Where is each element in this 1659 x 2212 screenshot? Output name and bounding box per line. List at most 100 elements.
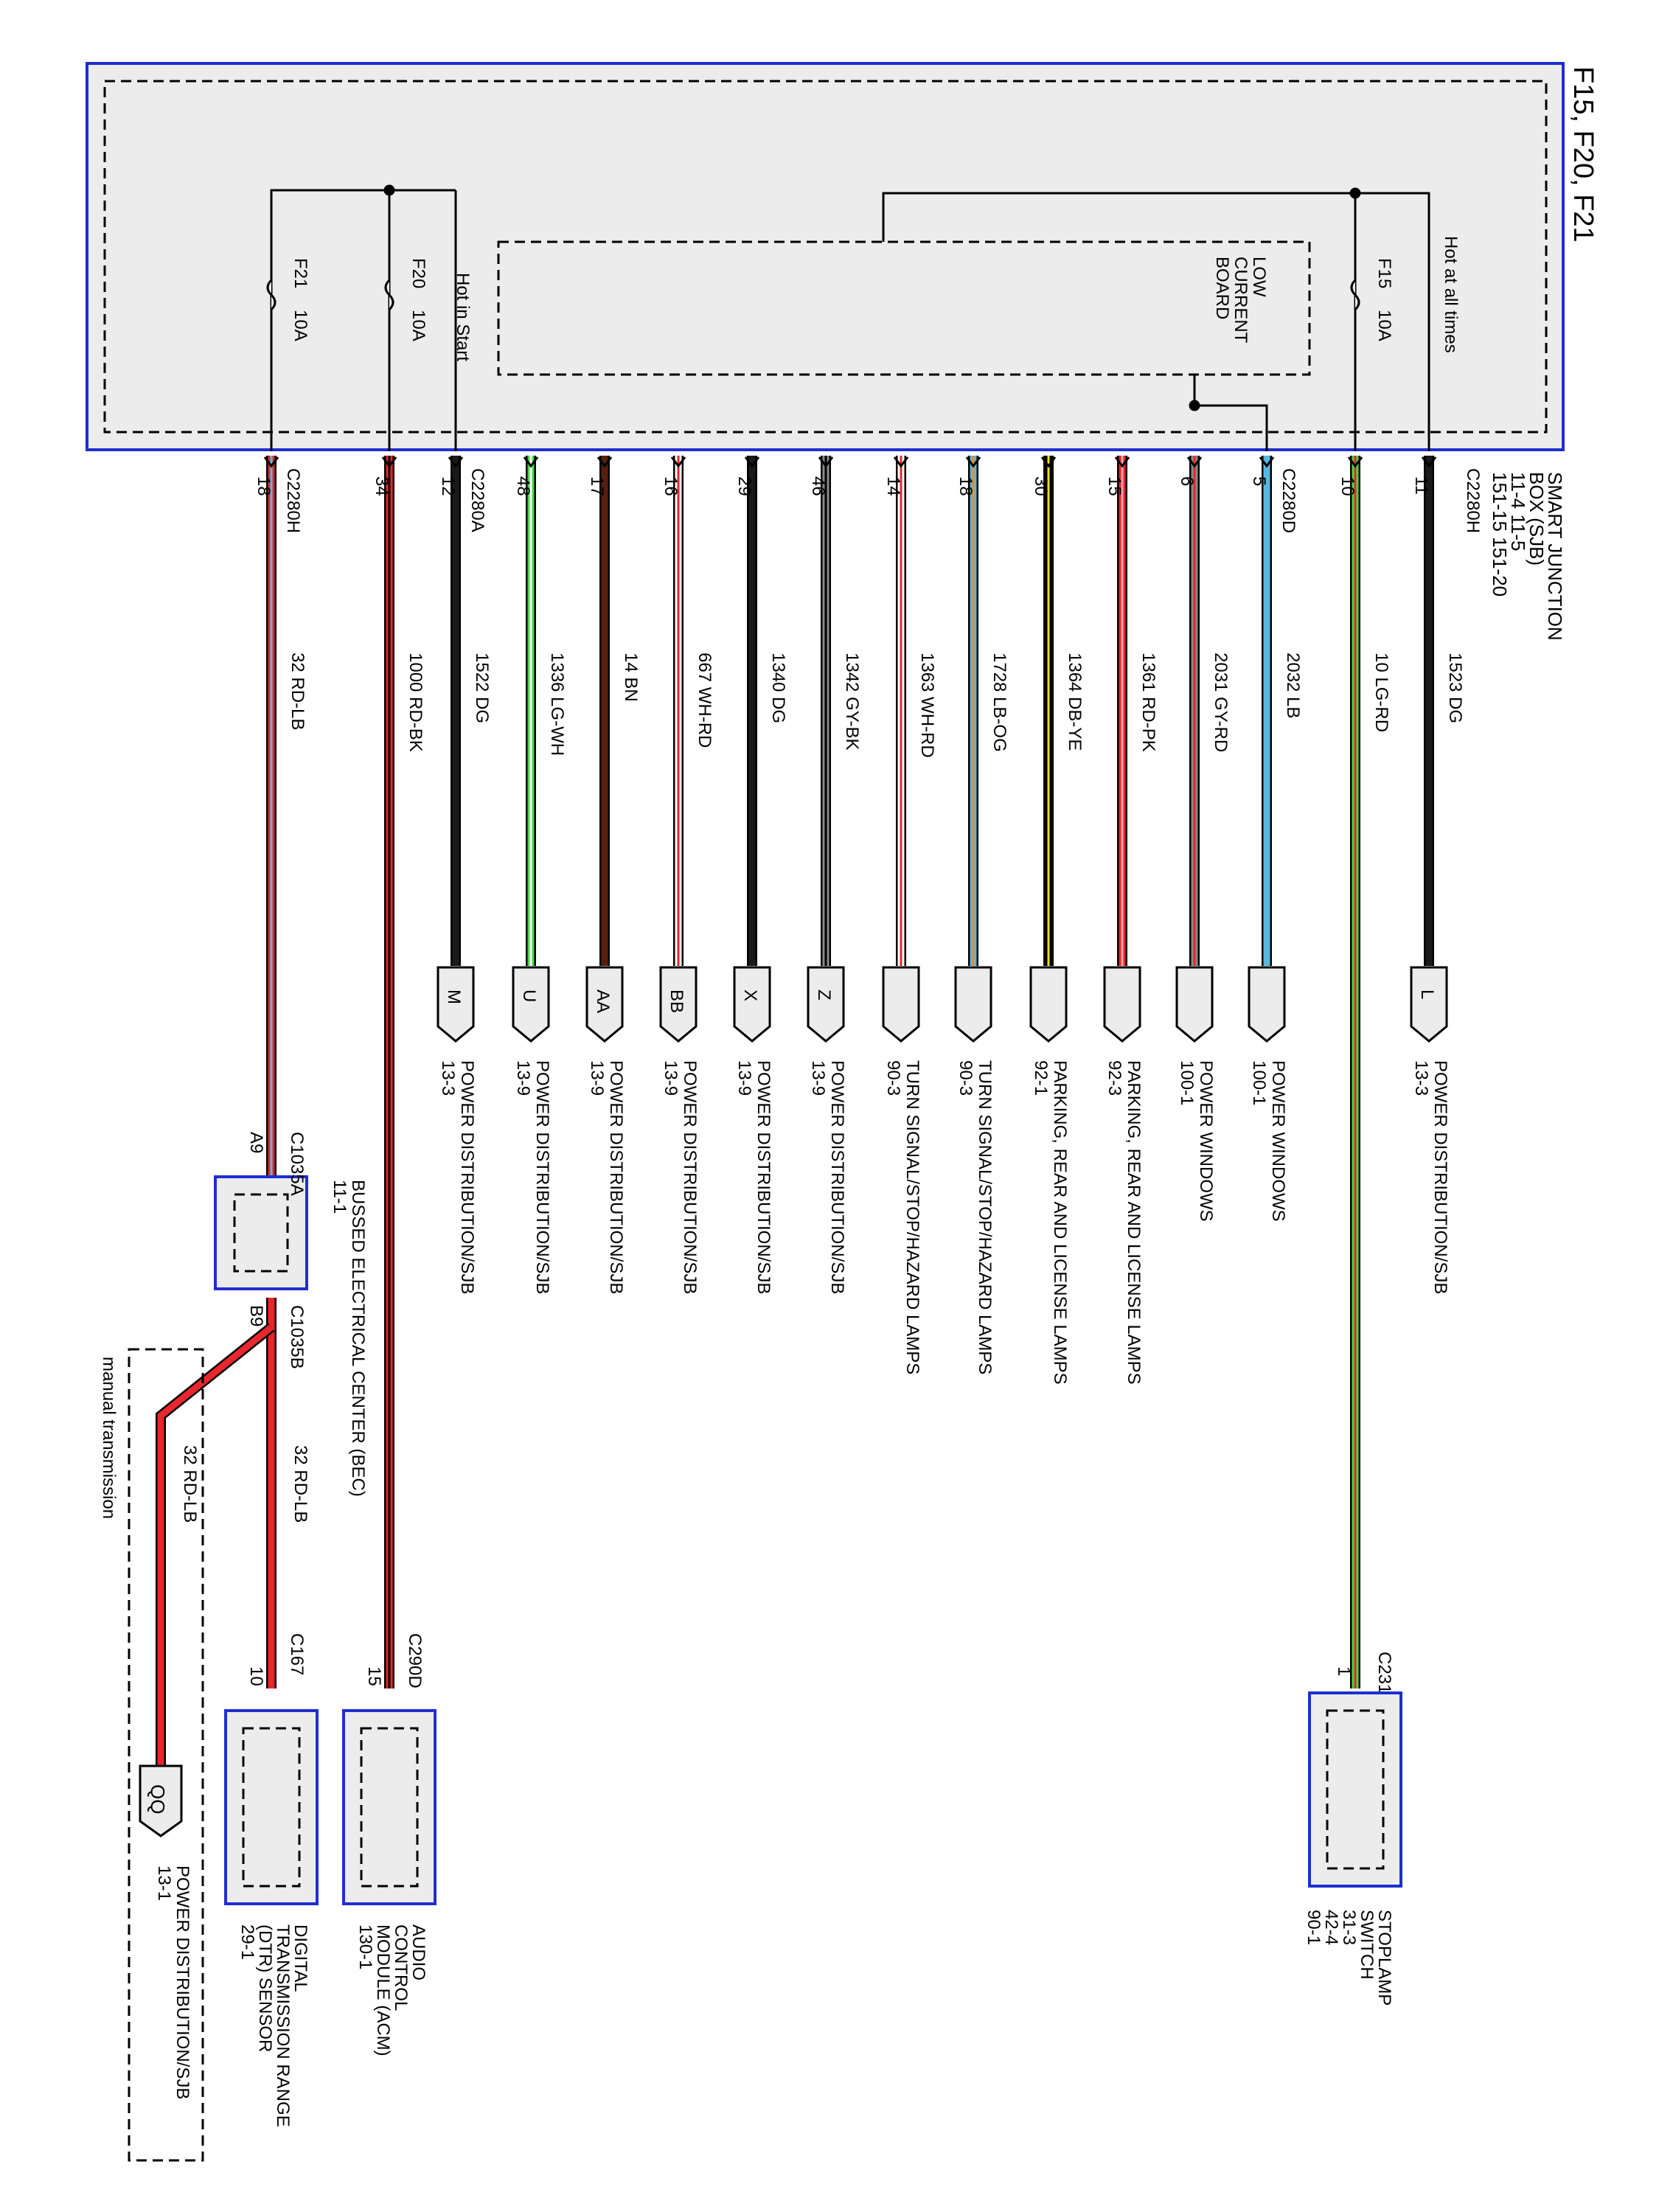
svg-text:42-4: 42-4 [1321,1910,1341,1945]
pin-number: 10 [1338,476,1357,496]
pin-arrow [965,456,981,468]
svg-text:DIGITAL: DIGITAL [291,1924,310,1992]
wire-label: 1340 DG [768,653,788,723]
wire-label: 1342 GY-BK [842,653,862,751]
connector-tag [437,966,475,1043]
manual-transmission-label: manual transmission [99,1357,119,1519]
svg-text:151-15 151-20: 151-15 151-20 [1489,472,1511,597]
connector-tag [1248,966,1286,1043]
svg-text:10: 10 [246,1666,266,1686]
wire-label: 1364 DB-YE [1065,653,1085,751]
pin-arrow [818,456,834,468]
sjb-inner-dashed [103,80,1548,434]
destination-label: POWER DISTRIBUTION/SJB [1430,1060,1450,1294]
pin-arrow [523,456,539,468]
svg-text:LOW: LOW [1249,257,1269,297]
connector-c2280a: C2280A [467,468,487,532]
pin-arrow [893,456,909,468]
svg-text:C1035B: C1035B [287,1305,307,1369]
connector-c2280d: C2280D [1279,468,1298,533]
connector-tag [954,966,992,1043]
wire-32-rd-lb: 18 32 RD-LB [254,456,307,1177]
destination-label: PARKING, REAR AND LICENSE LAMPS [1124,1060,1144,1385]
connector-ref: X [740,990,760,1001]
dtr-sensor: C167 10 DIGITAL TRANSMISSION RANGE (DTR)… [224,1633,319,2127]
pin-number: 46 [808,476,828,496]
qq-connector: QQ POWER DISTRIBUTION/SJB 13-1 [139,1764,192,2099]
destination-page: 100-1 [1249,1060,1269,1105]
pin-arrow [597,456,613,468]
pin-number: 12 [438,476,458,496]
svg-text:31-3: 31-3 [1339,1910,1359,1945]
wire-label: 1363 WH-RD [917,653,937,758]
destination-label: TURN SIGNAL/STOP/HAZARD LAMPS [902,1060,922,1374]
pin-number: 15 [1105,476,1124,496]
sjb-internal-bus [270,184,1430,451]
wire-label: 2032 LB [1283,653,1303,718]
wire-label: 14 BN [621,653,641,702]
svg-text:F20: F20 [408,258,428,288]
destination-label: TURN SIGNAL/STOP/HAZARD LAMPS [975,1060,995,1374]
pin-number: 18 [254,476,274,496]
pin-arrow [1421,456,1437,468]
svg-text:SWITCH: SWITCH [1357,1910,1377,1980]
svg-text:AUDIO: AUDIO [408,1924,428,1980]
pin-number: 17 [587,476,607,496]
connector-tag [659,966,698,1043]
svg-text:POWER DISTRIBUTION/SJB: POWER DISTRIBUTION/SJB [173,1865,192,2099]
destination-label: POWER WINDOWS [1268,1060,1288,1222]
svg-text:10A: 10A [1374,310,1394,341]
svg-text:CONTROL: CONTROL [391,1924,411,2011]
destination-label: POWER DISTRIBUTION/SJB [457,1060,477,1294]
destination-page: 13-9 [808,1060,828,1096]
wire-label: 1728 LB-OG [990,653,1009,752]
svg-text:29-1: 29-1 [237,1924,257,1960]
pin-arrow [1347,456,1363,468]
connector-ref: M [444,990,464,1004]
fuse-f20: F20 10A [384,258,428,341]
acm-module: C290D 15 AUDIO CONTROL MODULE (ACM) 130-… [342,1633,437,2056]
svg-text:B9: B9 [246,1305,266,1326]
low-current-board-label: LOW CURRENT BOARD [1212,257,1269,344]
pin-arrow [1040,456,1057,468]
svg-text:MODULE (ACM): MODULE (ACM) [373,1924,393,2056]
destination-label: POWER DISTRIBUTION/SJB [680,1060,700,1294]
pin-arrow [744,456,760,468]
connector-tag [1410,966,1448,1043]
connector-tag [1175,966,1214,1043]
connector-ref: U [519,990,539,1002]
fuse-f21: F21 10A [266,258,310,341]
svg-text:CURRENT: CURRENT [1231,257,1251,344]
svg-text:TRANSMISSION RANGE: TRANSMISSION RANGE [273,1924,293,2127]
svg-text:(DTR) SENSOR: (DTR) SENSOR [255,1924,275,2052]
svg-text:13-1: 13-1 [154,1865,174,1901]
svg-text:1: 1 [1334,1666,1354,1676]
manual-transmission-box [128,1348,204,2162]
svg-text:STOPLAMP: STOPLAMP [1374,1910,1394,2006]
destination-page: 90-3 [883,1060,903,1096]
svg-text:BOARD: BOARD [1212,257,1232,319]
destination-label: POWER DISTRIBUTION/SJB [754,1060,773,1294]
pin-arrow [1186,456,1203,468]
pin-number: 16 [661,476,681,496]
svg-text:32 RD-LB: 32 RD-LB [291,1445,310,1523]
destination-page: 13-3 [1411,1060,1431,1096]
svg-text:F21: F21 [291,258,310,288]
pin-arrow [381,456,397,468]
hot-at-all-times-label: Hot at all times [1441,236,1461,353]
pin-number: 11 [1411,476,1431,495]
destination-page: 90-3 [956,1060,975,1096]
wire-label: 32 RD-LB [288,653,307,730]
